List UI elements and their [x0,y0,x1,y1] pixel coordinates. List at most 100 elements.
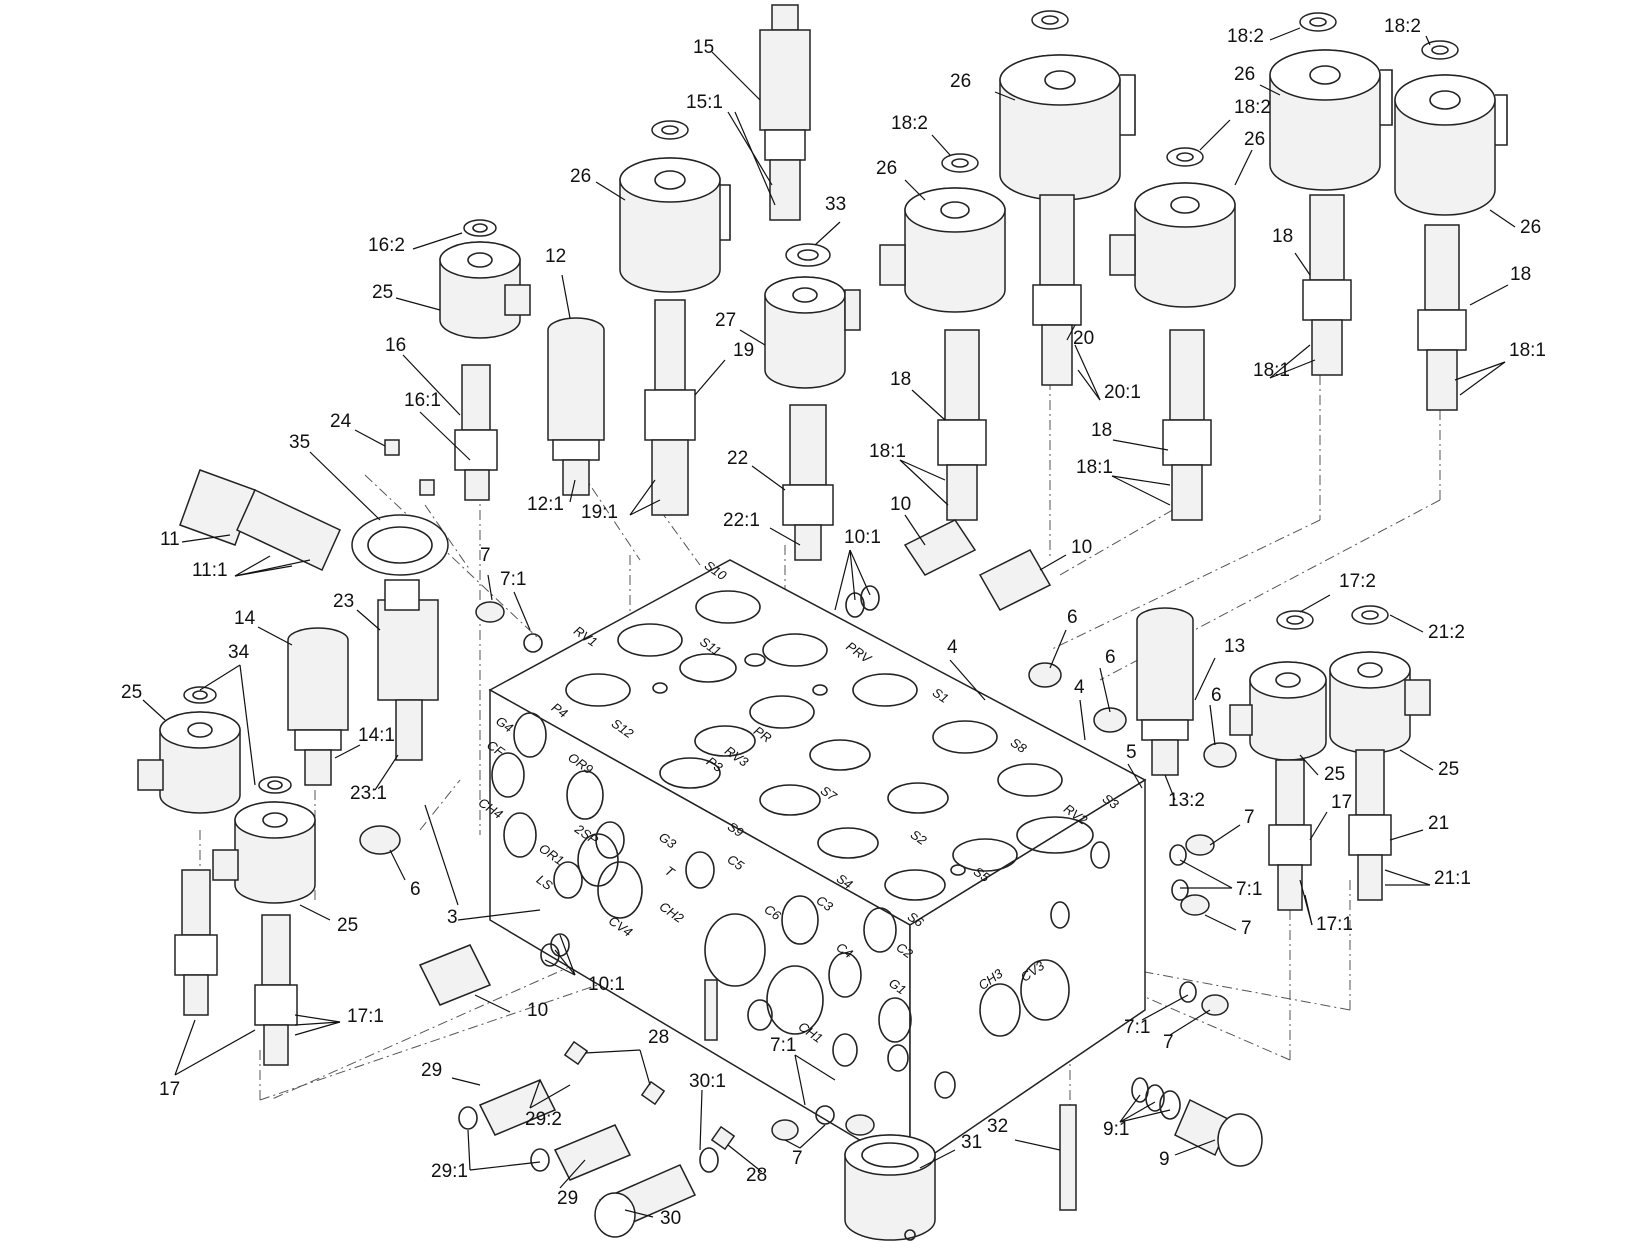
callout-label: 14:1 [358,725,395,746]
coil-25-c [212,801,316,904]
callout-label: 32 [987,1116,1008,1137]
fitting-29-b [553,1124,632,1181]
callout-label: 29 [421,1060,442,1081]
coil-25-a [439,241,531,339]
callout-label: 10:1 [588,974,625,995]
coil-26-c [879,187,1006,313]
callout-label: 21:1 [1434,868,1471,889]
callout-label: 14 [234,608,256,629]
callout-label: 31 [961,1132,982,1153]
port-label: S1 [930,685,952,706]
callout-label: 25 [121,682,142,703]
callout-label: 7:1 [1124,1017,1150,1038]
callout-label: 15 [693,37,714,58]
cartridge-18-a [937,329,987,521]
port-label: P4 [549,700,571,721]
callout-label: 17 [1331,792,1352,813]
callout-label: 18:1 [1253,360,1290,381]
callout-label: 18:2 [1234,97,1271,118]
callout-label: 5 [1126,742,1137,763]
fitting-10-c [418,944,492,1006]
callout-label: 6 [410,879,421,900]
callout-label: 29:2 [525,1109,562,1130]
callout-label: 10 [527,1000,548,1021]
callout-label: 23 [333,591,354,612]
callout-label: 10 [890,494,911,515]
callout-label: 9 [1159,1149,1170,1170]
callout-label: 29 [557,1188,578,1209]
callout-label: 7:1 [1236,879,1262,900]
cartridge-13 [1136,607,1194,776]
callout-label: 18 [1272,226,1293,247]
callout-label: 7 [480,545,491,566]
callout-label: 18:1 [1076,457,1113,478]
coil-25-d [1229,661,1327,761]
valve-cartridges [174,4,1467,1241]
callout-label: 4 [947,637,958,658]
coil-26-d [1109,182,1236,308]
callout-label: 30 [660,1208,681,1229]
callout-label: 18 [890,369,911,390]
cartridge-22 [782,404,834,561]
callout-label: 17:1 [1316,914,1353,935]
cartridge-20 [1032,194,1082,386]
callout-label: 6 [1211,685,1222,706]
callout-label: 17:2 [1339,571,1376,592]
callout-label: 25 [372,282,393,303]
callout-label: 25 [1324,764,1345,785]
callout-label: 7:1 [500,569,526,590]
valve-block [488,559,1147,1172]
callout-label: 29:1 [431,1161,468,1182]
sensor-23 [377,579,439,761]
cartridge-18-d [1417,224,1467,411]
callout-label: 16 [385,335,406,356]
callout-label: 11:1 [192,560,228,581]
callout-label: 7 [1241,918,1252,939]
callout-label: 18:2 [1227,26,1264,47]
cartridge-18-c [1302,194,1352,376]
coil-26-b [999,54,1136,201]
cartridge-17-c [1268,759,1312,911]
callout-label: 7 [1163,1032,1174,1053]
callout-label: 22 [727,448,748,469]
stud [704,979,718,1041]
callout-label: 25 [337,915,358,936]
callout-label: 24 [330,411,352,432]
callout-label: 16:2 [368,235,405,256]
callout-label: 15:1 [686,92,723,113]
parts-28 [563,1040,736,1151]
coil-25-b [137,711,241,814]
leader-lines [142,27,1516,1218]
callout-label: 18:1 [869,441,906,462]
nut-31 [844,1134,936,1241]
callout-label: 10:1 [844,527,881,548]
callout-label: 6 [1067,607,1078,628]
coil-26-e [1269,49,1393,191]
cartridge-15 [759,4,811,221]
callout-label: 4 [1074,677,1085,698]
hex-nuts [183,10,1459,794]
port-label: S9 [725,819,747,840]
coil-26-a [619,157,731,293]
callout-label: 26 [876,158,897,179]
callout-label: 7 [792,1148,803,1169]
callout-label: 26 [950,71,971,92]
coil-25-e [1329,651,1431,754]
fitting-10-a [903,519,977,576]
callout-label: 18:2 [1384,16,1421,37]
solenoid-coils [137,49,1508,904]
callout-label: 19:1 [581,502,618,523]
fitting-29-a [478,1079,557,1136]
callout-label: 18 [1091,420,1112,441]
cartridge-12 [547,317,605,496]
cartridge-11 [179,469,341,572]
screws-24 [384,439,435,496]
cartridge-18-b [1162,329,1212,521]
rod-32 [1059,1104,1077,1211]
callout-label: 30:1 [689,1071,726,1092]
o-rings [458,585,1197,1173]
callout-label: 13:2 [1168,790,1205,811]
callout-label: 35 [289,432,310,453]
callout-label: 17:1 [347,1006,384,1027]
